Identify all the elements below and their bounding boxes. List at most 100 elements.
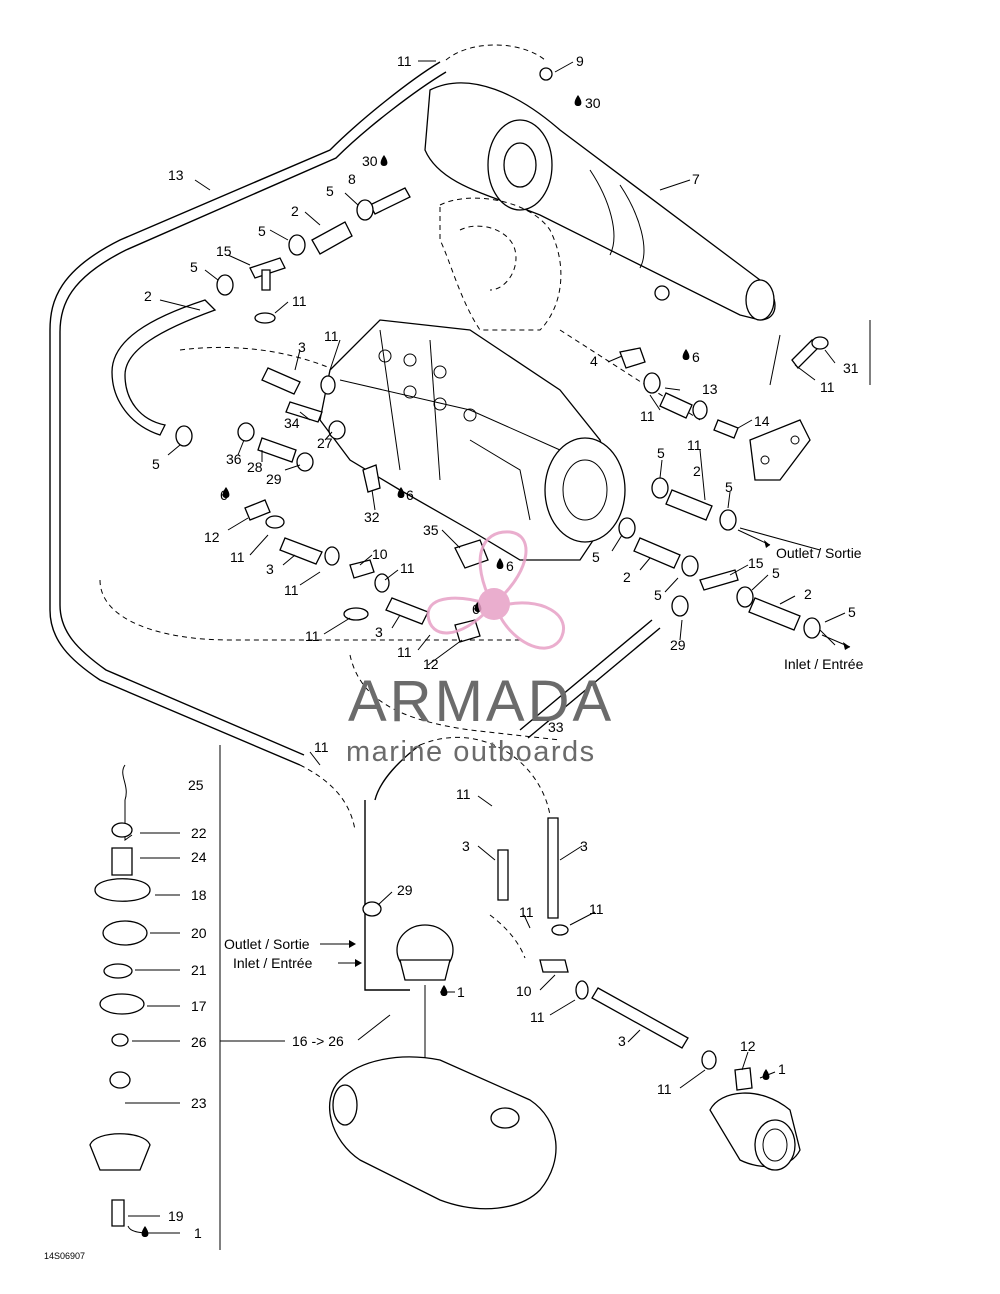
flow-notes: Outlet / Sortie Inlet / Entrée Outlet / …: [224, 529, 864, 971]
callout-33: 33: [548, 719, 564, 735]
callout-3: 3: [266, 561, 274, 577]
callout-31: 31: [843, 360, 859, 376]
middle-left-fittings: [244, 499, 489, 643]
callout-5: 5: [592, 549, 600, 565]
sealant-drop-icon: [496, 558, 504, 569]
callout-3: 3: [462, 838, 470, 854]
callout-29: 29: [266, 471, 282, 487]
callout-6: 6: [692, 349, 700, 365]
callout-1: 1: [194, 1225, 202, 1241]
callout-2: 2: [804, 586, 812, 602]
callout-29: 29: [397, 882, 413, 898]
callout-11: 11: [324, 328, 339, 344]
callout-12: 12: [740, 1038, 756, 1054]
middle-right-hoses: [519, 477, 836, 739]
callout-11: 11: [230, 549, 245, 565]
valve-exploded-stack: [89, 745, 285, 1250]
callout-2: 2: [623, 569, 631, 585]
callout-2: 2: [693, 463, 701, 479]
callout-5: 5: [258, 223, 266, 239]
callout-11: 11: [657, 1081, 672, 1097]
drawing-code: 14S06907: [44, 1251, 85, 1261]
callout-21: 21: [191, 962, 207, 978]
callout-12: 12: [423, 656, 439, 672]
callout-11: 11: [397, 644, 412, 660]
coolant-reservoir: [396, 924, 454, 1070]
callout-11: 11: [640, 408, 655, 424]
callout-11: 11: [820, 379, 835, 395]
sealant-drop-icon: [440, 985, 448, 996]
callout-5: 5: [152, 456, 160, 472]
callout-36: 36: [226, 451, 242, 467]
callout-11: 11: [314, 739, 329, 755]
callout-27: 27: [317, 435, 333, 451]
callout-11: 11: [456, 786, 471, 802]
callout-34: 34: [284, 415, 300, 431]
inlet-note: Inlet / Entrée: [233, 955, 313, 971]
callout-3: 3: [618, 1033, 626, 1049]
sealant-drop-icon: [380, 155, 388, 166]
callout-3: 3: [375, 624, 383, 640]
callout-11: 11: [519, 904, 534, 920]
callout-30: 30: [362, 153, 378, 169]
callout-22: 22: [191, 825, 207, 841]
sealant-drop-icon: [574, 95, 582, 106]
outlet-note: Outlet / Sortie: [776, 545, 862, 561]
callout-8: 8: [348, 171, 356, 187]
callout-2: 2: [144, 288, 152, 304]
callout-15: 15: [216, 243, 232, 259]
sealant-drop-icon: [682, 349, 690, 360]
callout-5: 5: [772, 565, 780, 581]
callout-14: 14: [754, 413, 770, 429]
leader-lines: [125, 60, 846, 1234]
outlet-note: Outlet / Sortie: [224, 936, 310, 952]
callout-20: 20: [191, 925, 207, 941]
water-box-tank: [328, 1056, 557, 1210]
propeller-logo: [426, 530, 565, 650]
callout-5: 5: [725, 479, 733, 495]
lower-hoses: [299, 736, 753, 1091]
callout-11: 11: [305, 628, 320, 644]
callout-7: 7: [692, 171, 700, 187]
callout-6: 6: [406, 487, 414, 503]
callout-5: 5: [326, 183, 334, 199]
callout-28: 28: [247, 459, 263, 475]
callout-13: 13: [168, 167, 184, 183]
callout-25: 25: [188, 777, 204, 793]
callout-labels: 11 9 30 13 7 30 8 5 2 5 15 5 2 11 11 3 4…: [144, 53, 859, 1241]
callout-11: 11: [687, 437, 702, 453]
callout-11: 11: [292, 293, 307, 309]
callout-30: 30: [585, 95, 601, 111]
callout-13: 13: [702, 381, 718, 397]
callout-6: 6: [506, 558, 514, 574]
callout-5: 5: [654, 587, 662, 603]
callout-11: 11: [397, 53, 412, 69]
right-upper-fittings: [619, 320, 871, 481]
sealant-drop-icon: [141, 1226, 149, 1237]
callout-11: 11: [284, 582, 299, 598]
callout-16-26: 16 -> 26: [292, 1033, 344, 1049]
drop-icons: [141, 95, 770, 1237]
callout-12: 12: [204, 529, 220, 545]
callout-1: 1: [778, 1061, 786, 1077]
callout-23: 23: [191, 1095, 207, 1111]
hose-13-loop: [49, 44, 546, 766]
callout-5: 5: [657, 445, 665, 461]
outlet-fitting-pipe: [709, 1092, 801, 1171]
watermark-subtitle: marine outboards: [346, 736, 596, 768]
callout-3: 3: [298, 339, 306, 355]
callout-1: 1: [457, 984, 465, 1000]
exhaust-cone-muffler: [424, 67, 776, 321]
callout-32: 32: [364, 509, 380, 525]
armada-watermark: ARMADA marine outboards: [346, 530, 614, 768]
callout-17: 17: [191, 998, 207, 1014]
callout-2: 2: [291, 203, 299, 219]
callout-19: 19: [168, 1208, 184, 1224]
callout-5: 5: [190, 259, 198, 275]
callout-11: 11: [589, 901, 604, 917]
callout-26: 26: [191, 1034, 207, 1050]
watermark-name: ARMADA: [348, 669, 614, 734]
callout-10: 10: [372, 546, 388, 562]
engine-block: [319, 319, 626, 561]
